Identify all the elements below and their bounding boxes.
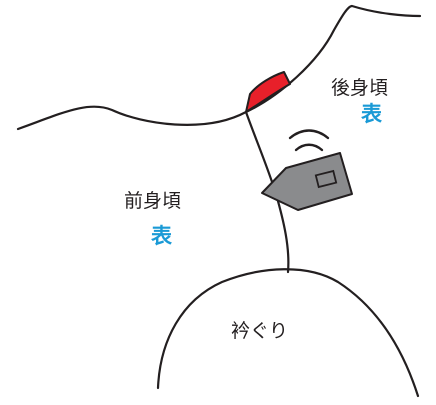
back-side-label: 表 — [361, 102, 382, 126]
seam-highlight — [245, 71, 291, 113]
front-body-label: 前身頃 — [124, 190, 182, 212]
motion-lines-icon — [288, 129, 330, 152]
back-body-edge — [16, 4, 422, 131]
neckline-label: 衿ぐり — [231, 320, 289, 342]
neckline-curve — [156, 268, 420, 398]
sewing-machine-foot-icon — [261, 152, 353, 211]
front-side-label: 表 — [151, 224, 172, 248]
back-body-label: 後身頃 — [331, 77, 389, 99]
